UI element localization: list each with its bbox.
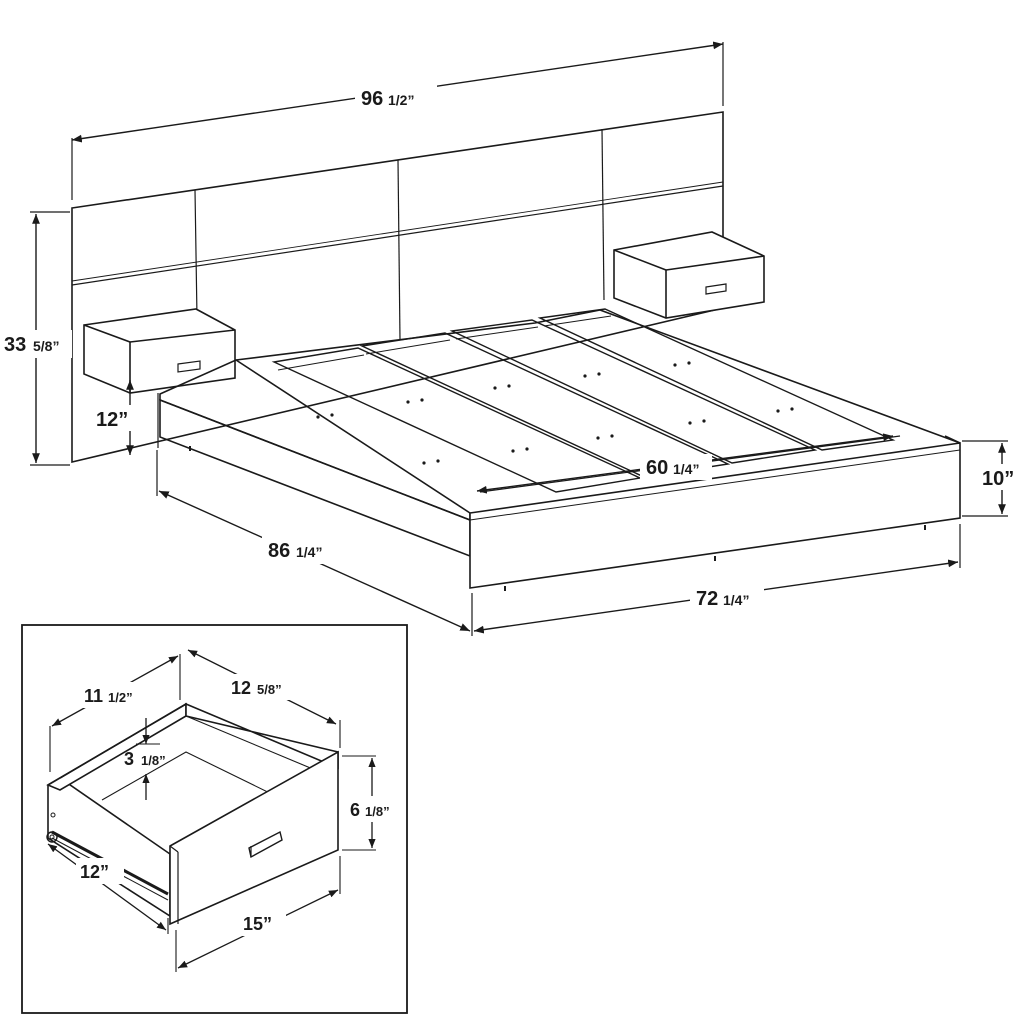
headboard-width-dimension: 96 1/2” xyxy=(71,41,724,200)
drawer-front-height-whole: 6 xyxy=(350,800,360,820)
left-nightstand xyxy=(83,308,236,448)
bed-width-fraction: 1/4” xyxy=(723,592,749,608)
drawer-side-depth-dimension: 12” xyxy=(47,843,169,934)
bed-length-fraction: 1/4” xyxy=(296,544,322,560)
nightstand-height-whole: 12” xyxy=(96,409,128,431)
drawer-front-height-fraction: 1/8” xyxy=(365,804,390,819)
headboard-width-whole: 96 xyxy=(361,88,383,110)
headboard-height-whole: 33 xyxy=(4,334,26,356)
frame-height-dimension: 10” xyxy=(962,440,1024,517)
drawer-side-depth-whole: 12” xyxy=(80,862,109,882)
drawer-front-width-dimension: 15” xyxy=(175,856,341,972)
inner-width-whole: 60 xyxy=(646,457,668,479)
bed-length-dimension: 86 1/4” xyxy=(156,450,473,636)
drawer-inner-depth-whole: 12 xyxy=(231,678,251,698)
drawer-inner-depth-dimension: 12 5/8” xyxy=(187,649,341,748)
drawer-inner-width-fraction: 1/2” xyxy=(108,690,133,705)
drawer-inner-width-dimension: 11 1/2” xyxy=(49,654,181,772)
drawer-inner-height-dimension: 3 1/8” xyxy=(124,718,166,800)
inner-width-dimension: 60 1/4” xyxy=(476,433,894,494)
nightstand-height-dimension: 12” xyxy=(94,380,134,455)
headboard-width-fraction: 1/2” xyxy=(388,92,414,108)
right-nightstand xyxy=(613,231,765,319)
headboard-height-dimension: 33 5/8” xyxy=(0,211,72,466)
headboard-height-fraction: 5/8” xyxy=(33,338,59,354)
bed-width-dimension: 72 1/4” xyxy=(473,524,961,634)
drawer-inner-height-fraction: 1/8” xyxy=(141,753,166,768)
inner-width-fraction: 1/4” xyxy=(673,461,699,477)
drawer-inner-depth-fraction: 5/8” xyxy=(257,682,282,697)
drawer-inner-height-whole: 3 xyxy=(124,749,134,769)
frame-height-whole: 10” xyxy=(982,468,1014,490)
drawer-front-width-whole: 15” xyxy=(243,914,272,934)
slats xyxy=(271,308,896,493)
drawer-front-height-dimension: 6 1/8” xyxy=(342,755,404,851)
drawer-inner-width-whole: 11 xyxy=(84,686,103,706)
bed-width-whole: 72 xyxy=(696,588,718,610)
bed-length-whole: 86 xyxy=(268,540,290,562)
